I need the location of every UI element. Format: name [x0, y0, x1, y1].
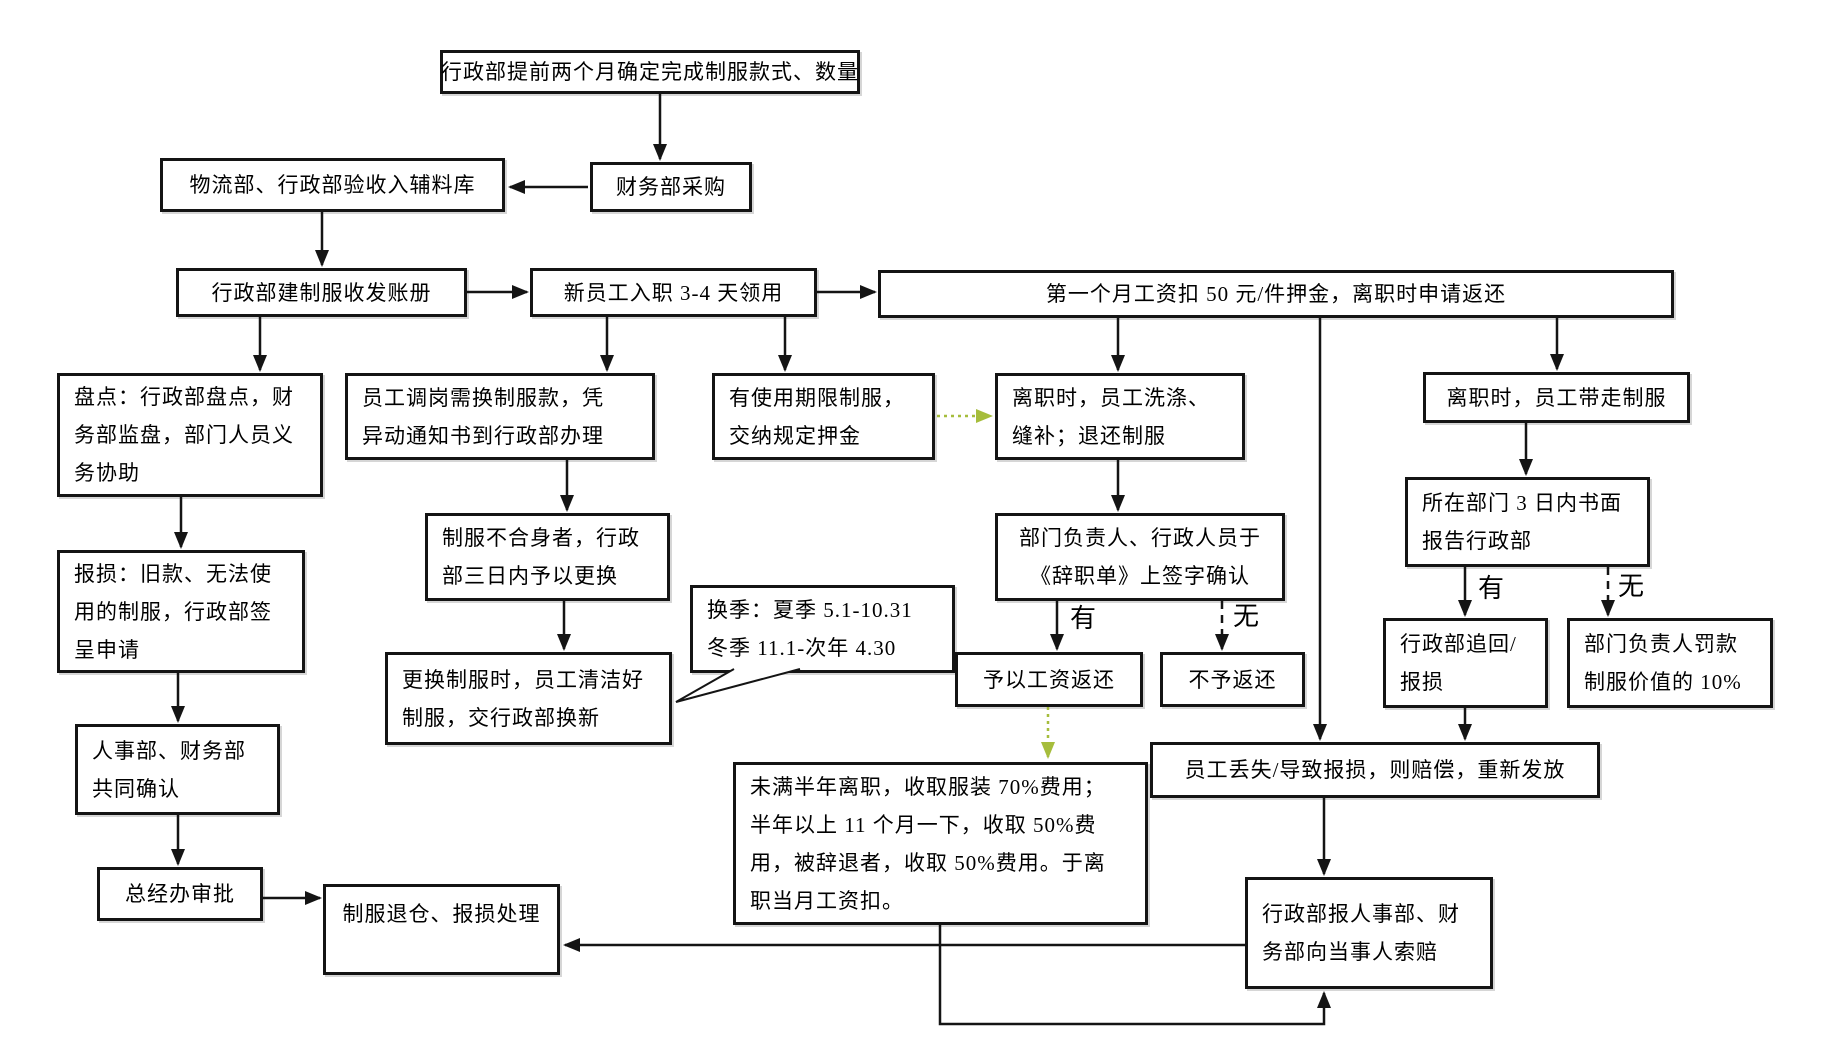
text-line: 予以工资返还	[983, 667, 1115, 692]
node-resignation-form-sign: 部门负责人、行政人员于 《辞职单》上签字确认	[995, 513, 1285, 601]
branch-label-no: 无	[1618, 572, 1646, 601]
text-line: 第一个月工资扣 50 元/件押金，离职时申请返还	[1045, 282, 1507, 306]
text-line: 未满半年离职，收取服装 70%费用；	[750, 774, 1106, 799]
text-line: 异动通知书到行政部办理	[362, 423, 604, 448]
text-line: 行政部追回/	[1400, 632, 1517, 656]
text-line: 换季：夏季 5.1-10.31	[707, 598, 913, 622]
callout-season-change: 换季：夏季 5.1-10.31 冬季 11.1-次年 4.30	[690, 585, 955, 673]
text-line: 职当月工资扣。	[750, 888, 904, 913]
text-line: 新员工入职 3-4 天领用	[563, 280, 784, 305]
node-dept-head-fine: 部门负责人罚款 制服价值的 10%	[1567, 618, 1773, 708]
text-line: 报告行政部	[1422, 529, 1532, 553]
text-line: 部门负责人、行政人员于	[1019, 526, 1261, 550]
branch-label-yes: 有	[1478, 574, 1506, 603]
text-line: 务部向当事人索赔	[1262, 940, 1438, 964]
text-line: 报损	[1400, 670, 1444, 694]
text-line: 共同确认	[92, 776, 180, 801]
text-line: 行政部报人事部、财	[1262, 902, 1460, 926]
node-new-employee-receive: 新员工入职 3-4 天领用	[530, 268, 817, 317]
text-line: 《辞职单》上签字确认	[1030, 564, 1250, 588]
node-return-warehouse-handling: 制服退仓、报损处理	[323, 884, 560, 975]
text-line: 部三日内予以更换	[442, 564, 618, 588]
text-line: 人事部、财务部	[92, 738, 246, 763]
node-claim-compensation: 行政部报人事部、财 务部向当事人索赔	[1245, 877, 1493, 989]
node-finance-purchase: 财务部采购	[590, 162, 752, 212]
text-line: 报损：旧款、无法使	[74, 561, 272, 586]
text-line: 制服，交行政部换新	[402, 705, 600, 730]
text-line: 务协助	[74, 461, 140, 485]
text-line: 有使用期限制服，	[729, 385, 905, 410]
callout-tail	[675, 668, 801, 703]
text-line: 半年以上 11 个月一下，收取 50%费	[750, 812, 1097, 837]
branch-label-no: 无	[1233, 602, 1261, 631]
text-line: 财务部采购	[616, 175, 726, 199]
text-line: 离职时，员工洗涤、	[1012, 385, 1210, 410]
branch-label-yes: 有	[1070, 604, 1098, 633]
text-line: 呈申请	[74, 637, 140, 662]
text-line: 务部监盘，部门人员义	[74, 423, 294, 447]
node-uniform-ledger: 行政部建制服收发账册	[176, 268, 467, 317]
text-line: 用的制服，行政部签	[74, 599, 272, 624]
node-clean-before-exchange: 更换制服时，员工清洁好 制服，交行政部换新	[385, 652, 672, 745]
node-admin-recover: 行政部追回/ 报损	[1383, 618, 1548, 708]
node-wash-mend-return: 离职时，员工洗涤、 缝补；退还制服	[995, 373, 1245, 460]
node-no-refund: 不予返还	[1160, 652, 1305, 707]
node-salary-deposit: 第一个月工资扣 50 元/件押金，离职时申请返还	[878, 270, 1674, 318]
text-line: 所在部门 3 日内书面	[1422, 491, 1622, 515]
node-employee-keep-uniform: 离职时，员工带走制服	[1423, 372, 1690, 423]
text-line: 制服价值的 10%	[1584, 670, 1742, 694]
node-dept-report-3days: 所在部门 3 日内书面 报告行政部	[1405, 477, 1650, 567]
text-line: 员工丢失/导致报损，则赔偿，重新发放	[1184, 758, 1566, 782]
text-line: 盘点：行政部盘点，财	[74, 385, 294, 409]
text-line: 行政部建制服收发账册	[211, 280, 432, 305]
text-line: 交纳规定押金	[729, 423, 861, 448]
text-line: 离职时，员工带走制服	[1446, 385, 1667, 410]
node-damage-declare: 报损：旧款、无法使 用的制服，行政部签 呈申请	[57, 550, 305, 673]
node-hr-finance-confirm: 人事部、财务部 共同确认	[75, 724, 280, 815]
node-post-transfer-exchange: 员工调岗需换制服款，凭 异动通知书到行政部办理	[345, 373, 655, 460]
text-line: 不予返还	[1188, 667, 1277, 692]
node-refund-via-salary: 予以工资返还	[955, 652, 1143, 707]
text-line: 缝补；退还制服	[1012, 423, 1166, 448]
text-line: 物流部、行政部验收入辅料库	[189, 173, 476, 197]
node-confirm-style-quantity: 行政部提前两个月确定完成制服款式、数量	[440, 50, 860, 94]
text-line: 行政部提前两个月确定完成制服款式、数量	[441, 60, 859, 84]
node-gm-office-approval: 总经办审批	[97, 867, 263, 921]
text-line: 部门负责人罚款	[1584, 632, 1738, 656]
node-ill-fitting-exchange: 制服不合身者，行政 部三日内予以更换	[425, 513, 670, 601]
node-acceptance-into-warehouse: 物流部、行政部验收入辅料库	[160, 158, 505, 212]
text-line: 总经办审批	[125, 882, 235, 906]
text-line: 制服退仓、报损处理	[342, 902, 541, 926]
node-term-limited-deposit: 有使用期限制服， 交纳规定押金	[712, 373, 935, 460]
text-line: 更换制服时，员工清洁好	[402, 667, 644, 692]
node-fee-collection-rules: 未满半年离职，收取服装 70%费用； 半年以上 11 个月一下，收取 50%费 …	[733, 762, 1148, 925]
text-line: 员工调岗需换制服款，凭	[362, 385, 604, 410]
text-line: 冬季 11.1-次年 4.30	[707, 636, 897, 660]
text-line: 用，被辞退者，收取 50%费用。于离	[750, 850, 1106, 875]
node-inventory-check: 盘点：行政部盘点，财 务部监盘，部门人员义 务协助	[57, 373, 323, 497]
node-lost-damage-compensate: 员工丢失/导致报损，则赔偿，重新发放	[1150, 742, 1600, 798]
text-line: 制服不合身者，行政	[442, 526, 640, 550]
